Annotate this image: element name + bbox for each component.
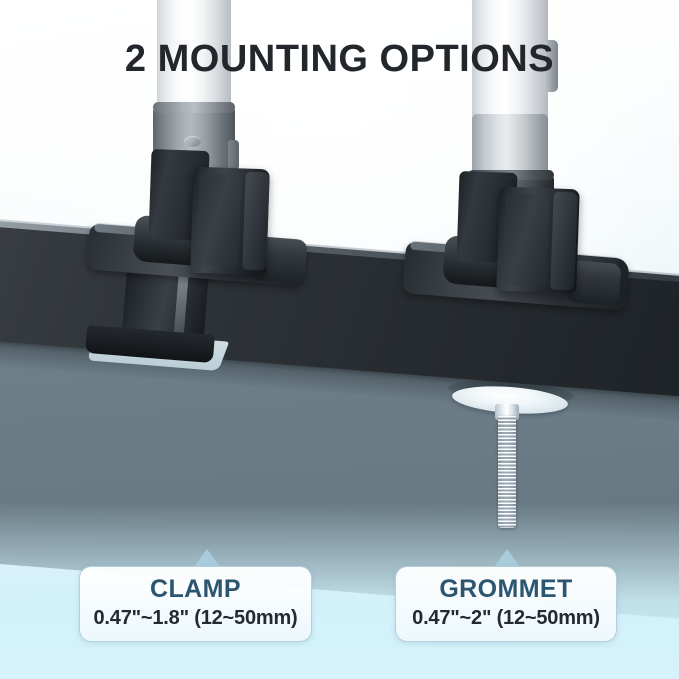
clamp-label-subtitle: 0.47"~1.8" (12~50mm) [93,606,298,629]
grommet-vertical-block-tab [550,191,578,291]
page-title: 2 MOUNTING OPTIONS [124,38,555,80]
left-pole-collar [153,102,235,113]
left-pole-side-tab [228,140,239,170]
clamp-callout-box: CLAMP 0.47"~1.8" (12~50mm) [79,566,312,642]
clamp-pointer-triangle-icon [194,549,220,567]
grommet-callout-box: GROMMET 0.47"~2" (12~50mm) [395,566,617,642]
clamp-label-title: CLAMP [150,575,241,603]
clamp-vertical-block-face [196,173,242,267]
grommet-threaded-bolt [498,416,516,528]
grommet-label-title: GROMMET [439,575,573,603]
grommet-vertical-block-face [502,193,550,287]
grommet-label-subtitle: 0.47"~2" (12~50mm) [412,606,600,629]
grommet-pointer-triangle-icon [494,549,520,567]
clamp-vertical-block-tab [242,171,270,271]
brand-logo-icon [184,136,201,147]
